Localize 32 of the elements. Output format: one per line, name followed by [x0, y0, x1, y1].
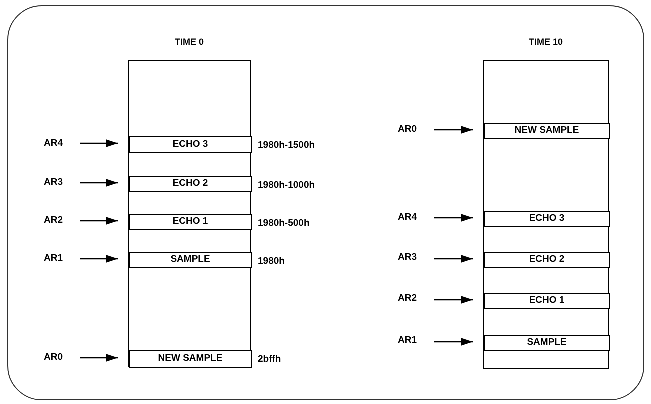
column-heading: TIME 10	[529, 38, 563, 47]
address-label: 1980h-1000h	[258, 181, 316, 190]
arrow	[434, 126, 473, 134]
register-label: AR4	[398, 210, 424, 226]
memory-cell: ECHO 2	[484, 252, 610, 268]
arrow	[434, 214, 473, 222]
address-label: 1980h-500h	[258, 219, 310, 228]
memory-cell: SAMPLE	[484, 335, 610, 351]
arrow	[80, 255, 118, 263]
register-label: AR4	[44, 136, 70, 152]
memory-cell: NEW SAMPLE	[484, 123, 610, 139]
register-label: AR2	[398, 291, 424, 307]
arrow	[80, 217, 118, 225]
register-label: AR2	[44, 213, 70, 229]
address-label: 1980h	[258, 257, 285, 266]
arrow	[434, 296, 473, 304]
arrow	[434, 255, 473, 263]
arrow	[80, 354, 118, 362]
register-label: AR0	[398, 122, 424, 138]
memory-cell: ECHO 1	[484, 293, 610, 309]
arrow	[80, 179, 118, 187]
address-label: 2bffh	[258, 355, 282, 364]
memory-cell: ECHO 3	[484, 211, 610, 227]
register-label: AR3	[44, 175, 70, 191]
register-label: AR3	[398, 250, 424, 266]
register-label: AR1	[44, 251, 70, 267]
address-label: 1980h-1500h	[258, 141, 316, 150]
arrow	[434, 338, 473, 346]
arrow	[80, 140, 118, 148]
column-heading: TIME 0	[175, 38, 204, 47]
register-label: AR0	[44, 350, 70, 366]
register-label: AR1	[398, 333, 424, 349]
